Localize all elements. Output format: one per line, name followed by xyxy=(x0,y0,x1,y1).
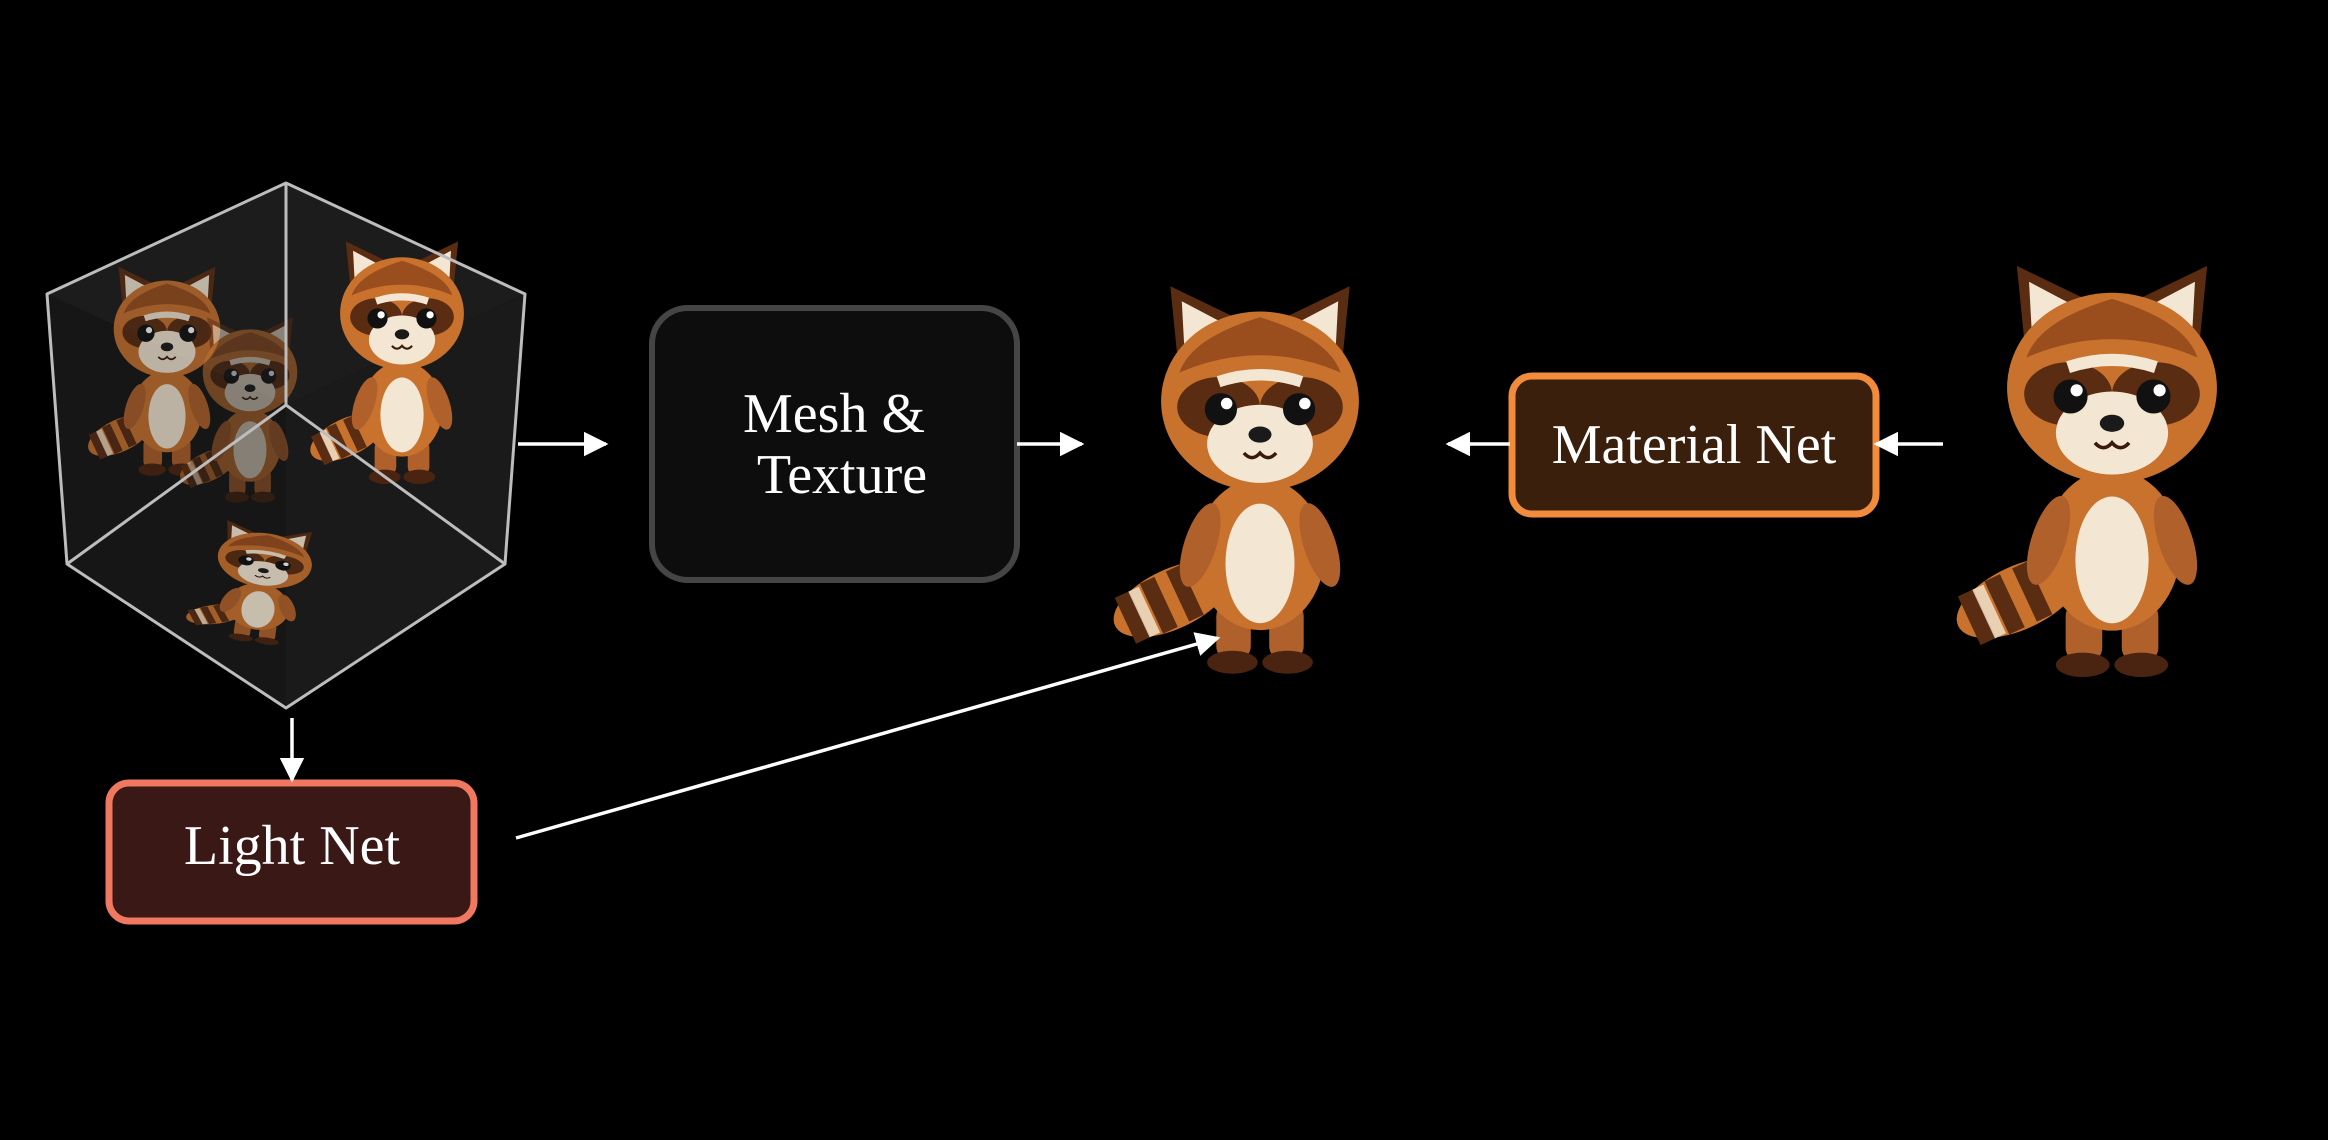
raccoon-render-icon xyxy=(1102,286,1359,674)
material-net-label: Material Net xyxy=(1552,414,1837,476)
mesh-texture-label-line2: Texture xyxy=(757,444,927,506)
material-net-node: Material Net xyxy=(1508,372,1880,518)
mesh-texture-label-line1: Mesh & xyxy=(743,383,925,445)
light-net-node: Light Net xyxy=(105,779,478,925)
light-net-label: Light Net xyxy=(184,815,401,877)
arrow-light-to-render xyxy=(515,632,1221,840)
multiview-cube-icon xyxy=(45,181,527,710)
raccoon-reference-icon xyxy=(1945,266,2217,677)
mesh-texture-node: Mesh & Texture xyxy=(649,305,1020,583)
